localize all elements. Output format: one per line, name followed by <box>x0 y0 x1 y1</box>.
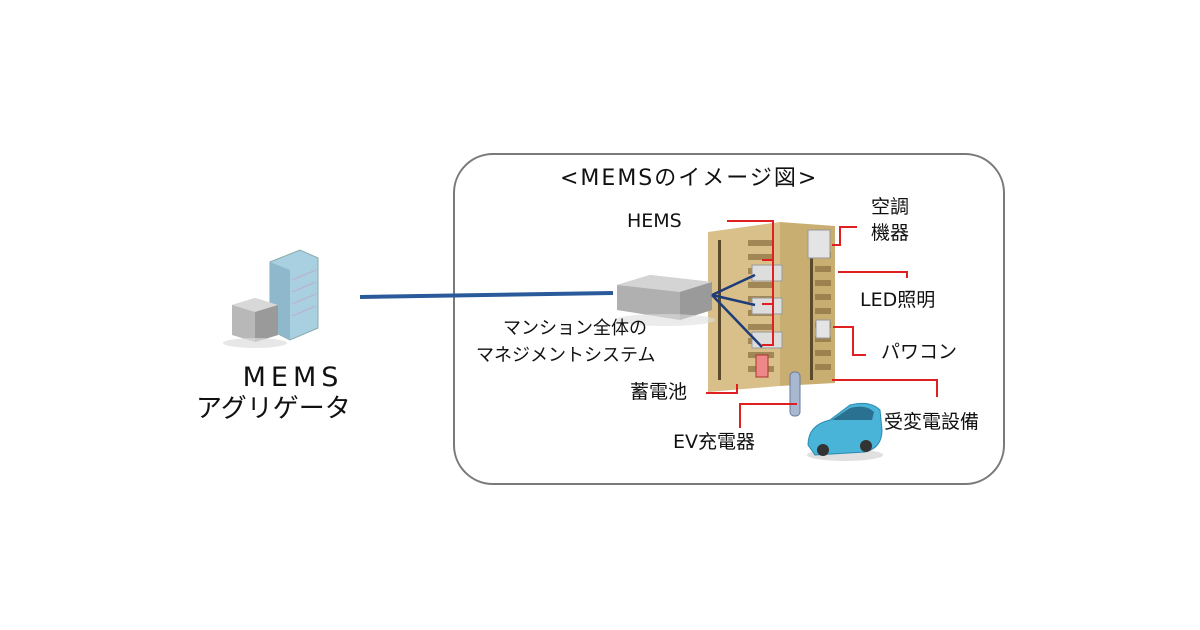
callout-aircon <box>832 226 857 246</box>
apartment-building-icon <box>708 222 835 392</box>
aggregator-connector-line <box>359 291 614 299</box>
callout-substation <box>832 379 938 397</box>
diagram-title: <MEMSのイメージ図> <box>560 166 819 191</box>
callout-ev <box>739 403 797 428</box>
aggregator-label-line2: アグリゲータ <box>196 394 351 424</box>
mems-image-frame <box>453 153 1005 485</box>
callout-pawacon <box>833 326 866 356</box>
aggregator-building-icon <box>223 249 319 348</box>
label-ev-charger: EV充電器 <box>673 431 756 453</box>
label-substation: 受変電設備 <box>884 411 980 433</box>
callout-hems <box>727 220 774 261</box>
callout-battery <box>706 384 738 394</box>
callout-lines <box>706 220 938 428</box>
label-battery: 蓄電池 <box>630 381 688 403</box>
label-hems: HEMS <box>627 210 682 232</box>
label-mgmt-line2: マネジメントシステム <box>476 345 656 366</box>
ev-car-icon <box>807 402 883 461</box>
ev-charger-icon <box>789 371 801 417</box>
label-mgmt-line1: マンション全体の <box>503 318 647 339</box>
label-power-conditioner: パワコン <box>881 341 958 363</box>
management-server-icon <box>615 275 715 326</box>
label-aircon-line2: 機器 <box>871 222 910 244</box>
hems-wiring <box>711 273 763 348</box>
label-aircon-line1: 空調 <box>871 196 910 218</box>
label-led: LED照明 <box>860 289 936 311</box>
aggregator-label-line1: MEMS <box>242 362 344 393</box>
callout-led <box>838 271 908 278</box>
